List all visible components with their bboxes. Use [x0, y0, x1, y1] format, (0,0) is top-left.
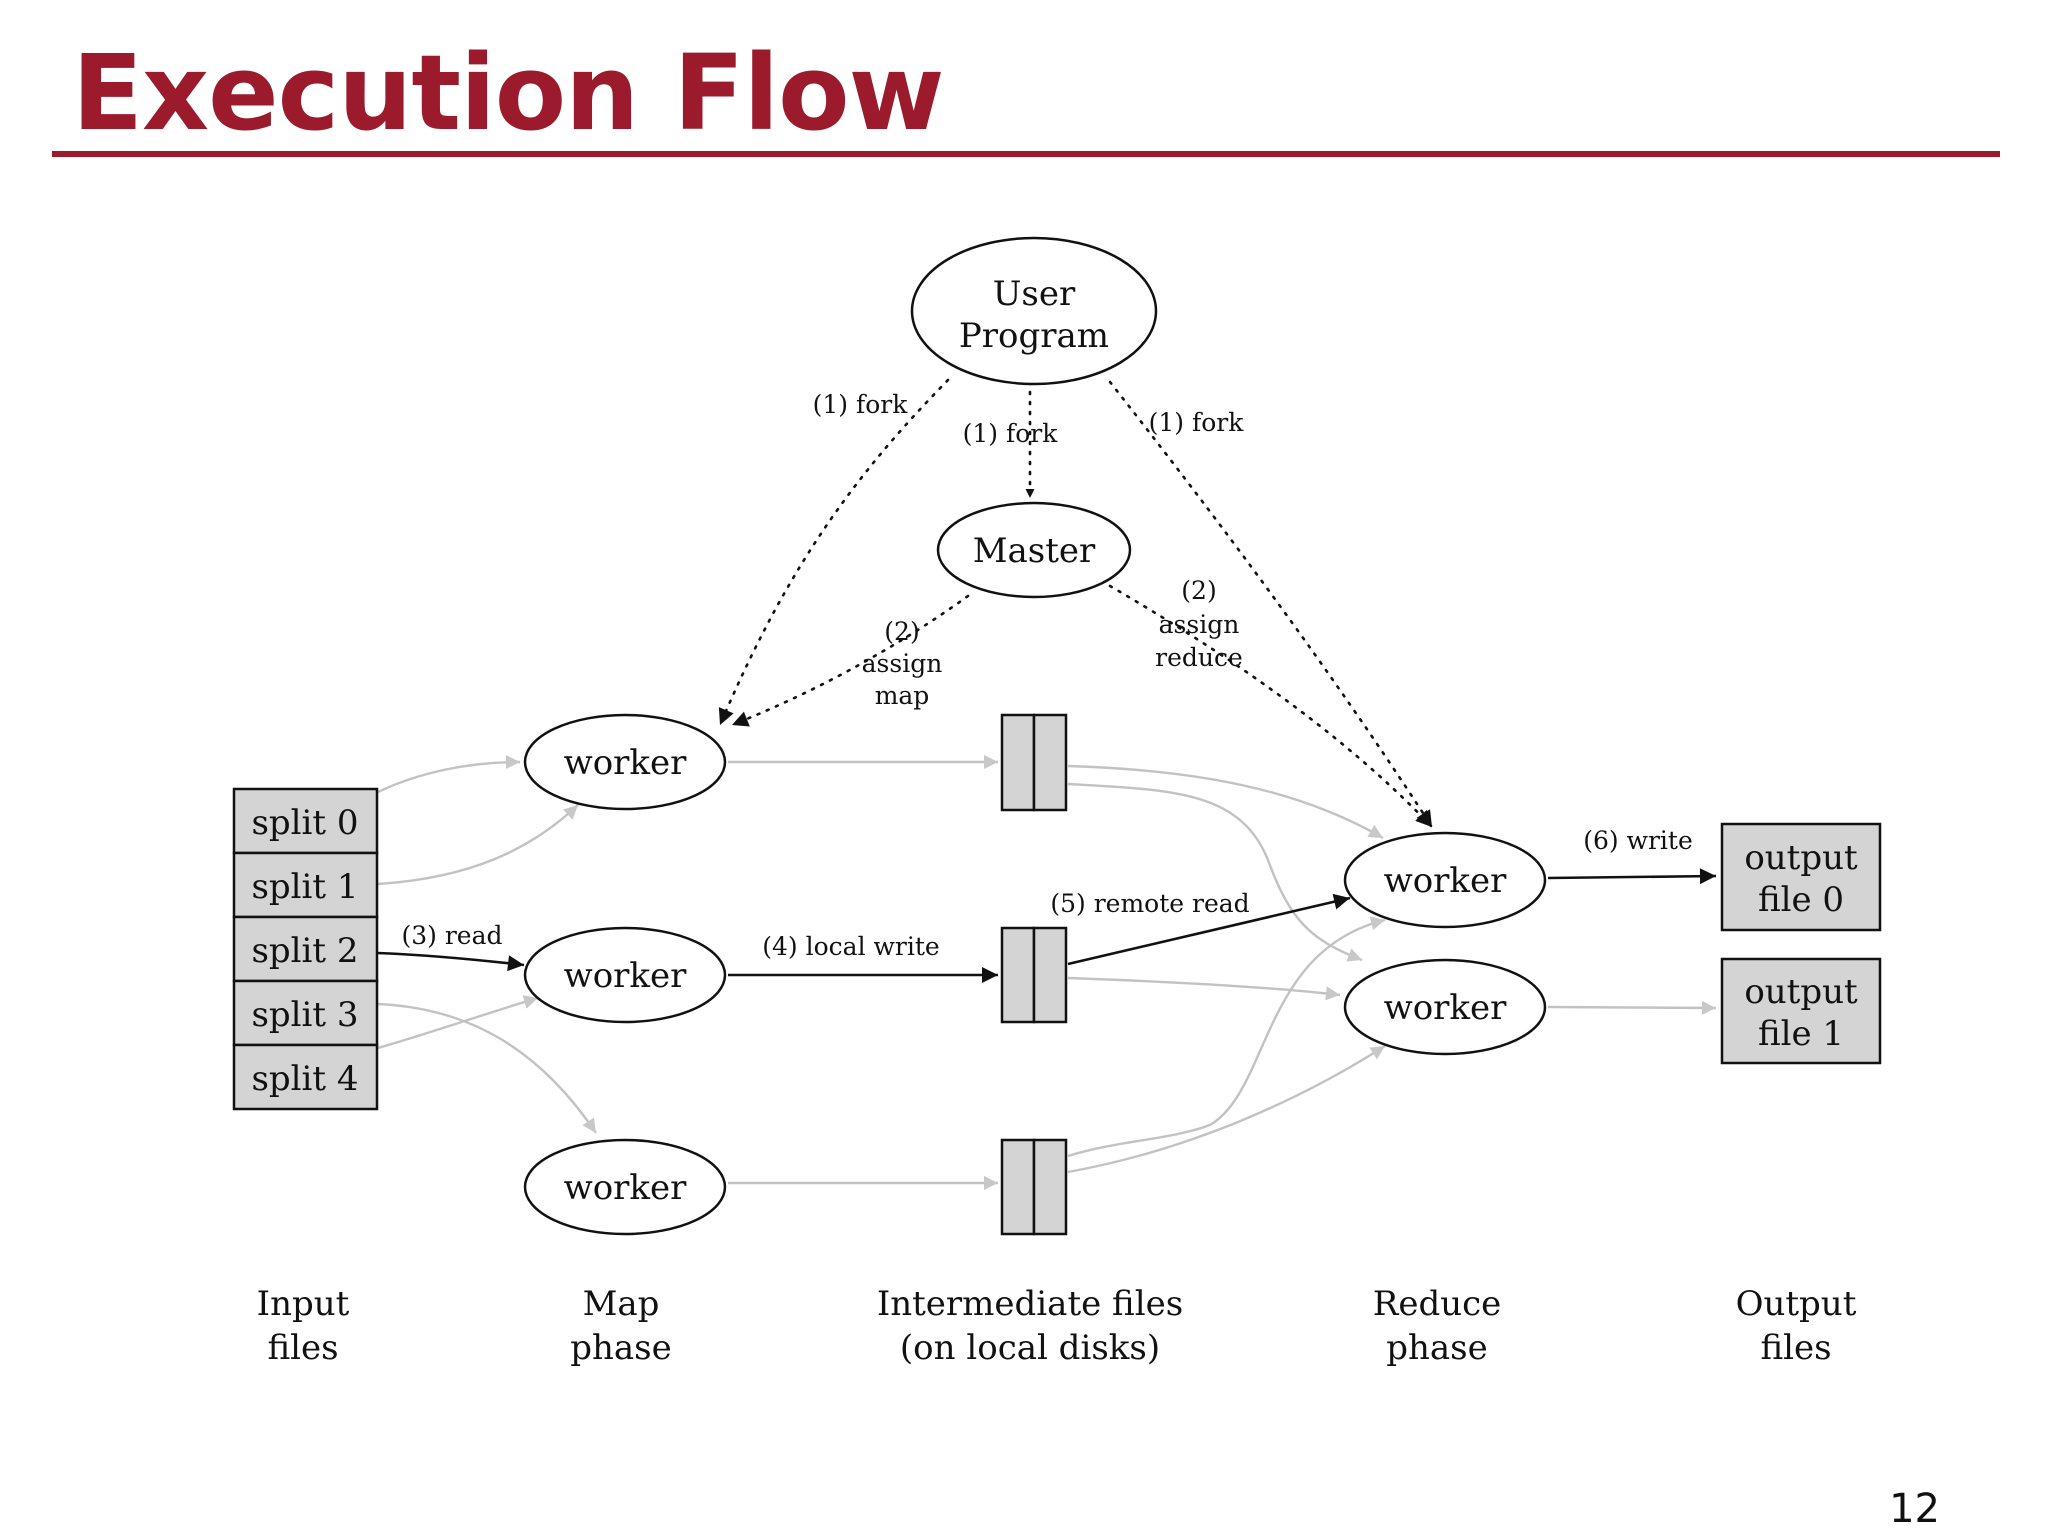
file3-to-reduce2-arrow — [1067, 1044, 1386, 1174]
assign-map-label-line3: map — [875, 681, 930, 710]
output-file-1-line2: file 1 — [1758, 1014, 1844, 1054]
reduce-worker-node-1: worker — [1343, 831, 1547, 929]
reduce-worker-node-2: worker — [1343, 958, 1547, 1056]
map-worker-label: worker — [564, 1168, 688, 1208]
caption-map-line1: Map — [583, 1284, 660, 1324]
split-label: split 2 — [251, 931, 358, 971]
caption-map-phase: Map phase — [570, 1284, 672, 1368]
assign-reduce-label-line3: reduce — [1155, 643, 1243, 672]
reduce-worker-label: worker — [1384, 861, 1508, 901]
master-node: Master — [936, 501, 1132, 599]
output-file-0-line1: output — [1744, 838, 1858, 878]
output-file-0: output file 0 — [1720, 822, 1882, 932]
caption-intermediate-files: Intermediate files (on local disks) — [877, 1284, 1183, 1368]
caption-intermediate-line1: Intermediate files — [877, 1284, 1183, 1324]
fork-label-left: (1) fork — [813, 390, 909, 419]
write-label: (6) write — [1583, 826, 1693, 855]
fork-edge-to-map-worker — [718, 378, 950, 727]
remote-read-label: (5) remote read — [1050, 889, 1249, 918]
map-worker-node-3: worker — [523, 1138, 727, 1236]
assign-map-edge — [730, 594, 970, 727]
caption-reduce-phase: Reduce phase — [1373, 1284, 1502, 1368]
split-box-1: split 1 — [232, 851, 379, 919]
split0-to-worker1-arrow — [377, 755, 521, 794]
map-worker-node-2: worker — [523, 926, 727, 1024]
fork-label-center: (1) fork — [963, 419, 1059, 448]
assign-reduce-label-line2: assign — [1159, 610, 1240, 639]
caption-input-line2: files — [267, 1328, 338, 1368]
caption-intermediate-line2: (on local disks) — [900, 1328, 1160, 1368]
assign-map-label-line2: assign — [862, 649, 943, 678]
output-file-0-line2: file 0 — [1758, 880, 1844, 920]
split-label: split 3 — [251, 995, 358, 1035]
map-worker-label: worker — [564, 956, 688, 996]
write-arrow — [1547, 868, 1717, 885]
user-program-label-line2: Program — [959, 316, 1109, 356]
caption-input-line1: Input — [257, 1284, 350, 1324]
file1-to-reduce1-arrow — [1067, 764, 1384, 840]
split-label: split 0 — [251, 803, 358, 843]
caption-output-files: Output files — [1736, 1284, 1857, 1368]
input-splits-stack: split 0 split 1 split 2 split 3 split 4 — [232, 787, 379, 1111]
caption-reduce-line2: phase — [1386, 1328, 1488, 1368]
caption-input-files: Input files — [257, 1284, 350, 1368]
caption-output-line1: Output — [1736, 1284, 1857, 1324]
caption-map-line2: phase — [570, 1328, 672, 1368]
intermediate-file-3 — [1000, 1138, 1068, 1236]
user-program-label-line1: User — [993, 274, 1076, 314]
output-file-1-line1: output — [1744, 972, 1858, 1012]
remote-read-arrow — [1067, 893, 1351, 966]
fork-label-right: (1) fork — [1149, 408, 1245, 437]
split-box-4: split 4 — [232, 1043, 379, 1111]
title-underline — [52, 151, 2000, 157]
split-box-3: split 3 — [232, 979, 379, 1047]
local-write-label: (4) local write — [762, 932, 939, 961]
split-box-0: split 0 — [232, 787, 379, 855]
fork-edge-to-reduce-worker — [1108, 380, 1434, 829]
output-file-1: output file 1 — [1720, 957, 1882, 1065]
split-label: split 4 — [251, 1059, 358, 1099]
master-label: Master — [973, 531, 1096, 571]
split-label: split 1 — [251, 867, 358, 907]
assign-reduce-edge — [1108, 584, 1434, 829]
user-program-node: User Program — [910, 236, 1158, 386]
page-title: Execution Flow — [72, 32, 945, 154]
map-worker-node-1: worker — [523, 713, 727, 811]
file1-to-reduce2-arrow — [1067, 782, 1363, 962]
caption-output-line2: files — [1760, 1328, 1831, 1368]
file3-to-reduce1-arrow — [1067, 916, 1386, 1158]
split1-to-worker1-arrow — [377, 804, 579, 886]
caption-reduce-line1: Reduce — [1373, 1284, 1502, 1324]
reduce2-to-output1-arrow — [1547, 1000, 1717, 1015]
intermediate-file-1 — [1000, 713, 1068, 812]
intermediate-file-2 — [1000, 926, 1068, 1024]
reduce-worker-label: worker — [1384, 988, 1508, 1028]
assign-map-label-line1: (2) — [884, 617, 919, 646]
read-arrow — [377, 951, 525, 972]
split4-to-worker2-arrow — [377, 995, 539, 1050]
assign-reduce-label-line1: (2) — [1181, 576, 1216, 605]
split3-to-worker3-arrow — [377, 1002, 597, 1134]
split-box-2: split 2 — [232, 915, 379, 983]
map-worker-label: worker — [564, 743, 688, 783]
file2-to-reduce2-arrow — [1067, 976, 1341, 1001]
assign-map-label: (2) assign map — [862, 617, 943, 710]
assign-reduce-label: (2) assign reduce — [1155, 576, 1243, 672]
read-label: (3) read — [401, 921, 502, 950]
page-number: 12 — [1889, 1486, 1940, 1532]
